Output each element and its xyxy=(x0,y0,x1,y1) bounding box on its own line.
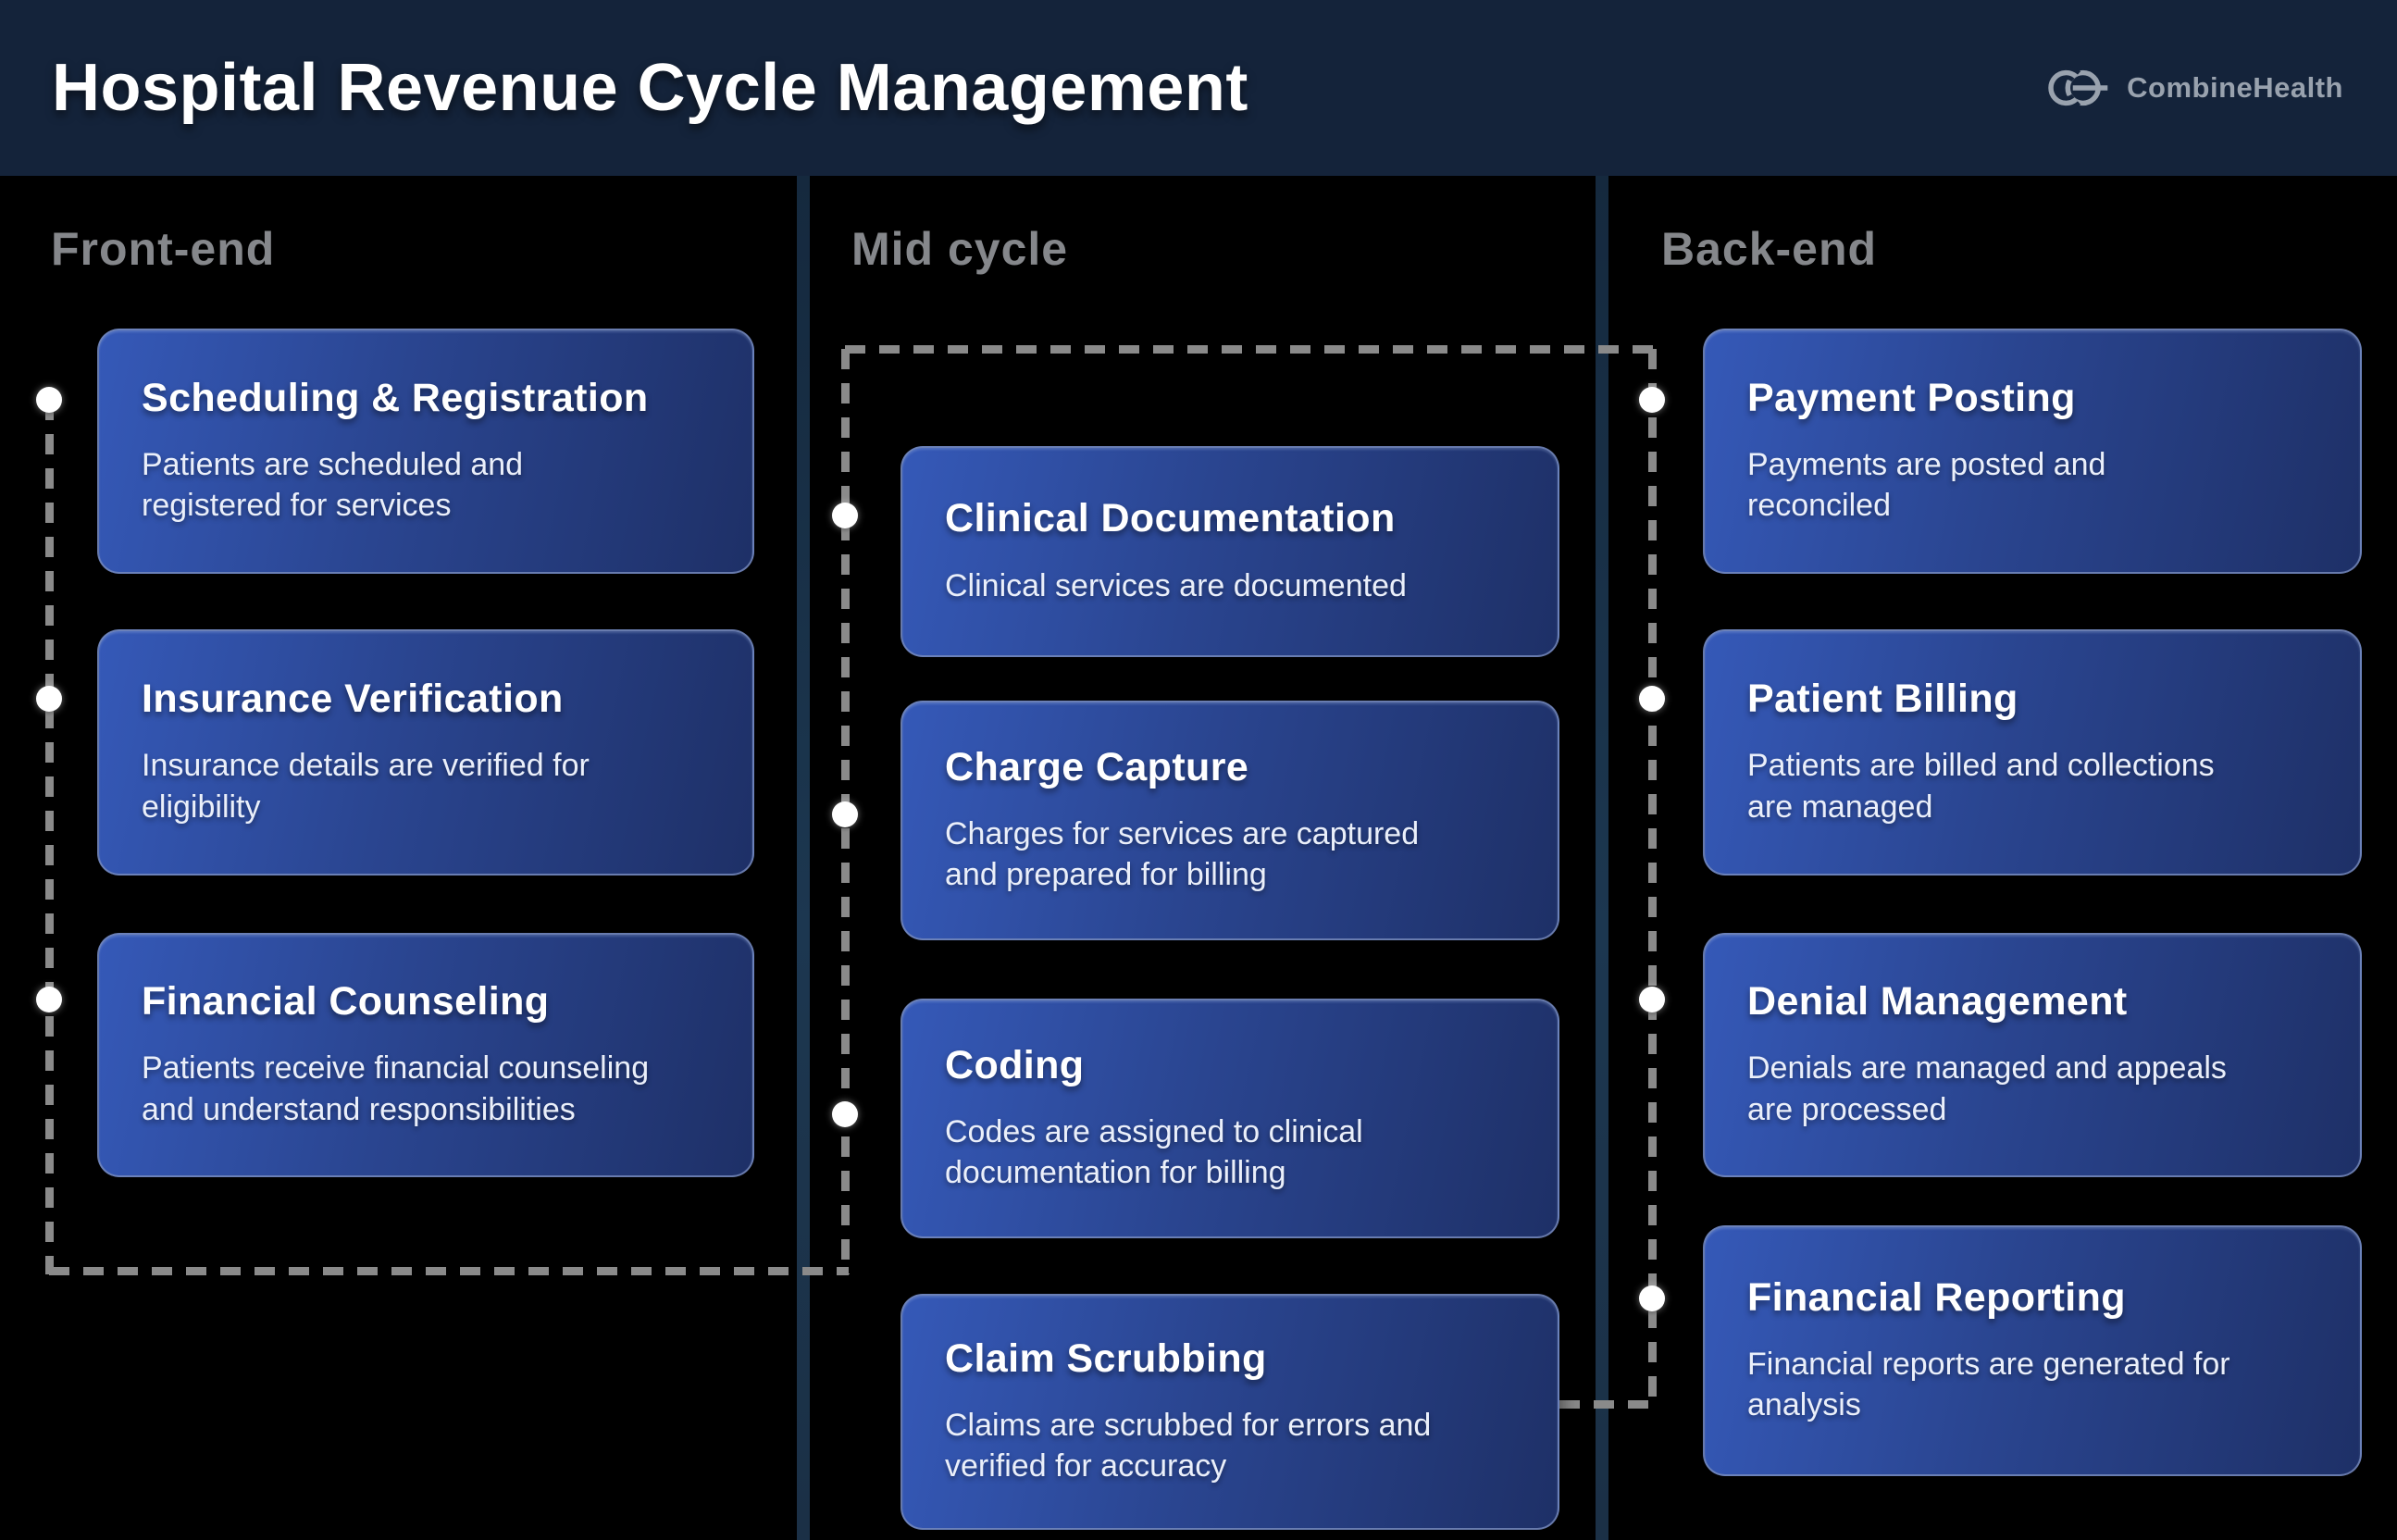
card-title: Financial Counseling xyxy=(142,979,550,1025)
card-title: Scheduling & Registration xyxy=(142,375,649,420)
connector-top-horizontal xyxy=(845,345,1659,354)
dot-coding xyxy=(832,1101,858,1127)
card-description: Denials are managed and appeals are proc… xyxy=(1747,1050,2227,1127)
card-title: Insurance Verification xyxy=(142,677,564,722)
dot-patient-billing xyxy=(1639,686,1665,712)
card-title: Financial Reporting xyxy=(1747,1274,2126,1320)
dot-scheduling-registration xyxy=(36,387,62,413)
card-insurance-verification: Insurance Verification Insurance details… xyxy=(97,629,754,876)
dot-clinical-documentation xyxy=(832,503,858,528)
card-description: Patients are billed and collections are … xyxy=(1747,748,2215,825)
page-title: Hospital Revenue Cycle Management xyxy=(52,51,1248,125)
card-title: Claim Scrubbing xyxy=(945,1335,1267,1381)
card-payment-posting: Payment Posting Payments are posted and … xyxy=(1703,329,2362,574)
card-denial-management: Denial Management Denials are managed an… xyxy=(1703,933,2362,1177)
logo-text: CombineHealth xyxy=(2127,71,2343,104)
card-title: Payment Posting xyxy=(1747,375,2076,420)
card-charge-capture: Charge Capture Charges for services are … xyxy=(900,701,1559,940)
card-description: Charges for services are captured and pr… xyxy=(945,815,1420,893)
card-title: Denial Management xyxy=(1747,979,2128,1025)
card-claim-scrubbing: Claim Scrubbing Claims are scrubbed for … xyxy=(900,1294,1559,1530)
connector-front-bottom-horizontal xyxy=(49,1267,849,1275)
combinehealth-logo-icon xyxy=(2045,64,2112,112)
card-clinical-documentation: Clinical Documentation Clinical services… xyxy=(900,446,1559,657)
card-financial-reporting: Financial Reporting Financial reports ar… xyxy=(1703,1225,2362,1476)
column-label-front-end: Front-end xyxy=(51,223,276,275)
card-title: Coding xyxy=(945,1042,1085,1087)
connector-front-vertical xyxy=(45,400,54,1274)
column-label-mid-cycle: Mid cycle xyxy=(851,223,1069,275)
card-title: Charge Capture xyxy=(945,744,1249,789)
header: Hospital Revenue Cycle Management Combin… xyxy=(0,0,2397,176)
card-title: Clinical Documentation xyxy=(945,496,1396,541)
column-divider-1 xyxy=(797,176,810,1540)
card-title: Patient Billing xyxy=(1747,677,2018,722)
logo: CombineHealth xyxy=(2045,64,2343,112)
connector-back-vertical xyxy=(1648,349,1657,1408)
dot-insurance-verification xyxy=(36,686,62,712)
connector-claim-scrubbing-horizontal xyxy=(1559,1400,1652,1409)
card-description: Patients are scheduled and registered fo… xyxy=(142,446,524,524)
card-description: Financial reports are generated for anal… xyxy=(1747,1346,2230,1423)
card-description: Payments are posted and reconciled xyxy=(1747,446,2106,524)
card-description: Patients receive financial counseling an… xyxy=(142,1050,650,1127)
column-divider-2 xyxy=(1596,176,1608,1540)
column-label-back-end: Back-end xyxy=(1661,223,1878,275)
dot-payment-posting xyxy=(1639,387,1665,413)
dot-denial-management xyxy=(1639,987,1665,1012)
dot-charge-capture xyxy=(832,801,858,827)
card-description: Claims are scrubbed for errors and verif… xyxy=(945,1407,1432,1484)
card-description: Insurance details are verified for eligi… xyxy=(142,748,590,825)
card-financial-counseling: Financial Counseling Patients receive fi… xyxy=(97,933,754,1177)
card-scheduling-registration: Scheduling & Registration Patients are s… xyxy=(97,329,754,574)
dot-financial-reporting xyxy=(1639,1285,1665,1311)
card-coding: Coding Codes are assigned to clinical do… xyxy=(900,999,1559,1238)
dot-financial-counseling xyxy=(36,987,62,1012)
card-description: Clinical services are documented xyxy=(945,567,1407,603)
card-description: Codes are assigned to clinical documenta… xyxy=(945,1113,1363,1191)
card-patient-billing: Patient Billing Patients are billed and … xyxy=(1703,629,2362,876)
